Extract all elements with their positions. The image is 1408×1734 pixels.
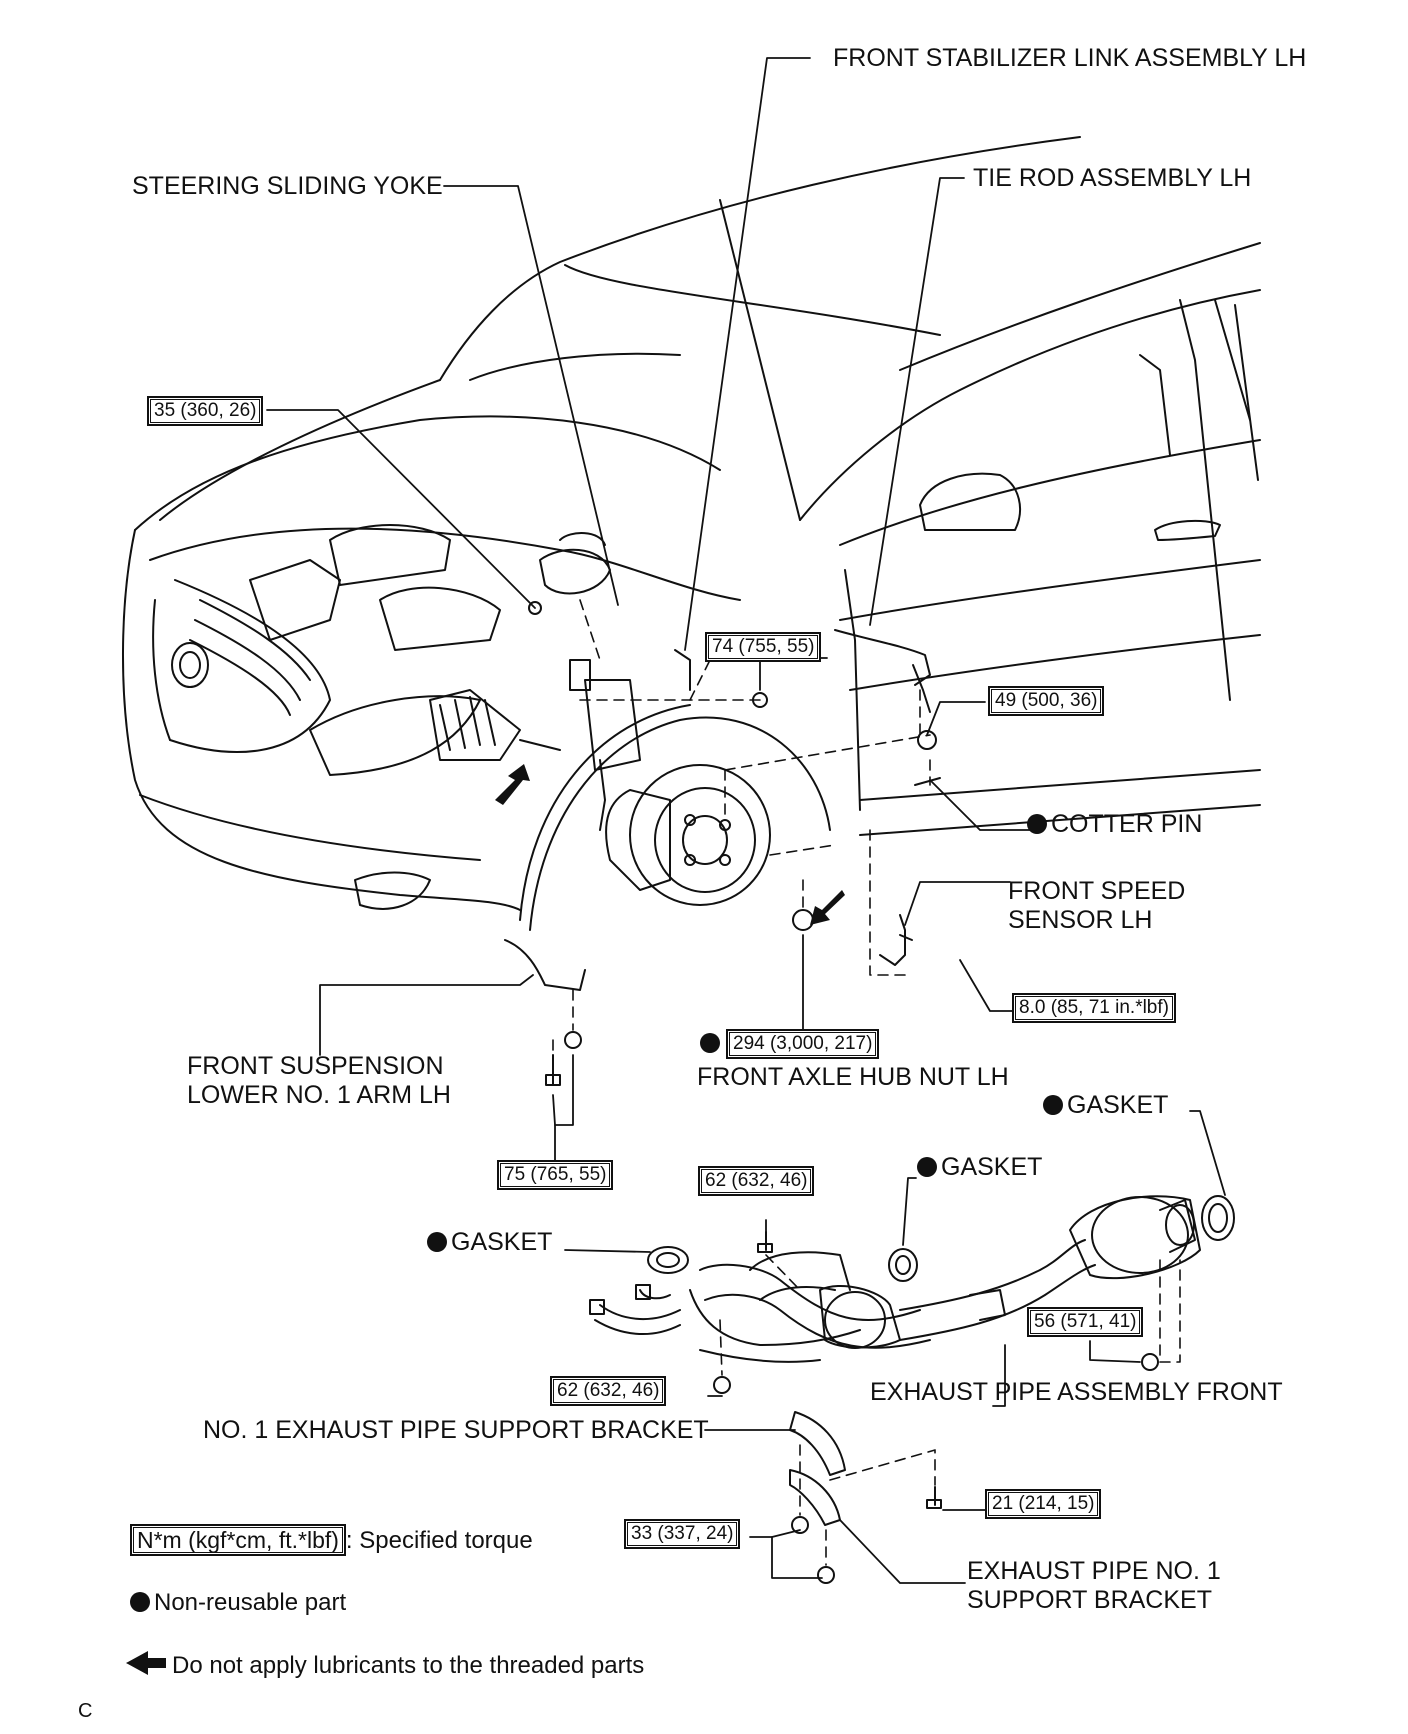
label-gasket-right: GASKET: [1043, 1091, 1168, 1119]
label-gasket-left-text: GASKET: [451, 1228, 553, 1256]
label-no1-exhaust-support: NO. 1 EXHAUST PIPE SUPPORT BRACKET: [203, 1416, 709, 1444]
label-front-stabilizer-link: FRONT STABILIZER LINK ASSEMBLY LH: [833, 44, 1307, 72]
label-front-speed-sensor-1: FRONT SPEED: [1008, 877, 1186, 905]
label-exhaust-pipe-front: EXHAUST PIPE ASSEMBLY FRONT: [870, 1378, 1283, 1406]
non-reusable-dot-icon: [700, 1033, 720, 1053]
non-reusable-dot-icon: [130, 1592, 150, 1612]
torque-box-62b: 62 (632, 46): [550, 1376, 667, 1406]
car-body-outline: [122, 136, 1261, 991]
torque-box-56: 56 (571, 41): [1027, 1307, 1144, 1337]
non-reusable-dot-icon: [427, 1232, 447, 1252]
label-front-speed-sensor-2: SENSOR LH: [1008, 906, 1153, 934]
label-front-suspension-2: LOWER NO. 1 ARM LH: [187, 1081, 451, 1109]
arrow-icon-hub-nut: [810, 890, 845, 925]
torque-box-62a: 62 (632, 46): [698, 1166, 815, 1196]
legend-torque-text: : Specified torque: [345, 1527, 533, 1554]
alignment-dashes: [552, 599, 1181, 1566]
arrow-icon-driveshaft: [495, 764, 530, 805]
torque-box-33: 33 (337, 24): [624, 1519, 741, 1549]
non-reusable-dot-icon: [1043, 1095, 1063, 1115]
legend-specified-torque: N*m (kgf*cm, ft.*lbf): Specified torque: [130, 1524, 533, 1556]
arrow-icon-legend: [126, 1651, 166, 1675]
non-reusable-dot-icon: [1027, 814, 1047, 834]
label-gasket-left: GASKET: [427, 1228, 552, 1256]
torque-box-8: 8.0 (85, 71 in.*lbf): [1012, 993, 1176, 1023]
label-front-suspension-1: FRONT SUSPENSION: [187, 1052, 444, 1080]
label-exhaust-no1-support-1: EXHAUST PIPE NO. 1: [967, 1557, 1221, 1585]
label-steering-sliding-yoke: STEERING SLIDING YOKE: [132, 172, 443, 200]
torque-box-35: 35 (360, 26): [147, 396, 264, 426]
label-gasket-middle-text: GASKET: [941, 1153, 1043, 1181]
label-exhaust-no1-support-2: SUPPORT BRACKET: [967, 1586, 1212, 1614]
label-gasket-middle: GASKET: [917, 1153, 1042, 1181]
legend-torque-unit-box: N*m (kgf*cm, ft.*lbf): [130, 1524, 346, 1556]
exhaust-assembly-drawing: [589, 1195, 1235, 1526]
label-cotter-pin: COTTER PIN: [1027, 810, 1202, 838]
torque-box-294: 294 (3,000, 217): [726, 1029, 880, 1059]
label-gasket-right-text: GASKET: [1067, 1091, 1169, 1119]
legend-no-lubricant: Do not apply lubricants to the threaded …: [172, 1652, 645, 1679]
legend-non-reusable-text: Non-reusable part: [154, 1589, 347, 1616]
legend-non-reusable: Non-reusable part: [130, 1589, 346, 1617]
torque-box-74: 74 (755, 55): [705, 632, 822, 662]
label-tie-rod: TIE ROD ASSEMBLY LH: [973, 164, 1252, 192]
torque-box-75: 75 (765, 55): [497, 1160, 614, 1190]
label-cotter-pin-text: COTTER PIN: [1051, 810, 1203, 838]
non-reusable-dot-icon: [917, 1157, 937, 1177]
no-lubricant-arrows: [126, 764, 845, 1675]
corner-mark: C: [78, 1700, 93, 1722]
torque-box-21: 21 (214, 15): [985, 1489, 1102, 1519]
leader-lines: [266, 57, 1226, 1584]
torque-box-49: 49 (500, 36): [988, 686, 1105, 716]
torque-294-group: [700, 1029, 724, 1057]
label-front-axle-hub-nut: FRONT AXLE HUB NUT LH: [697, 1063, 1009, 1091]
